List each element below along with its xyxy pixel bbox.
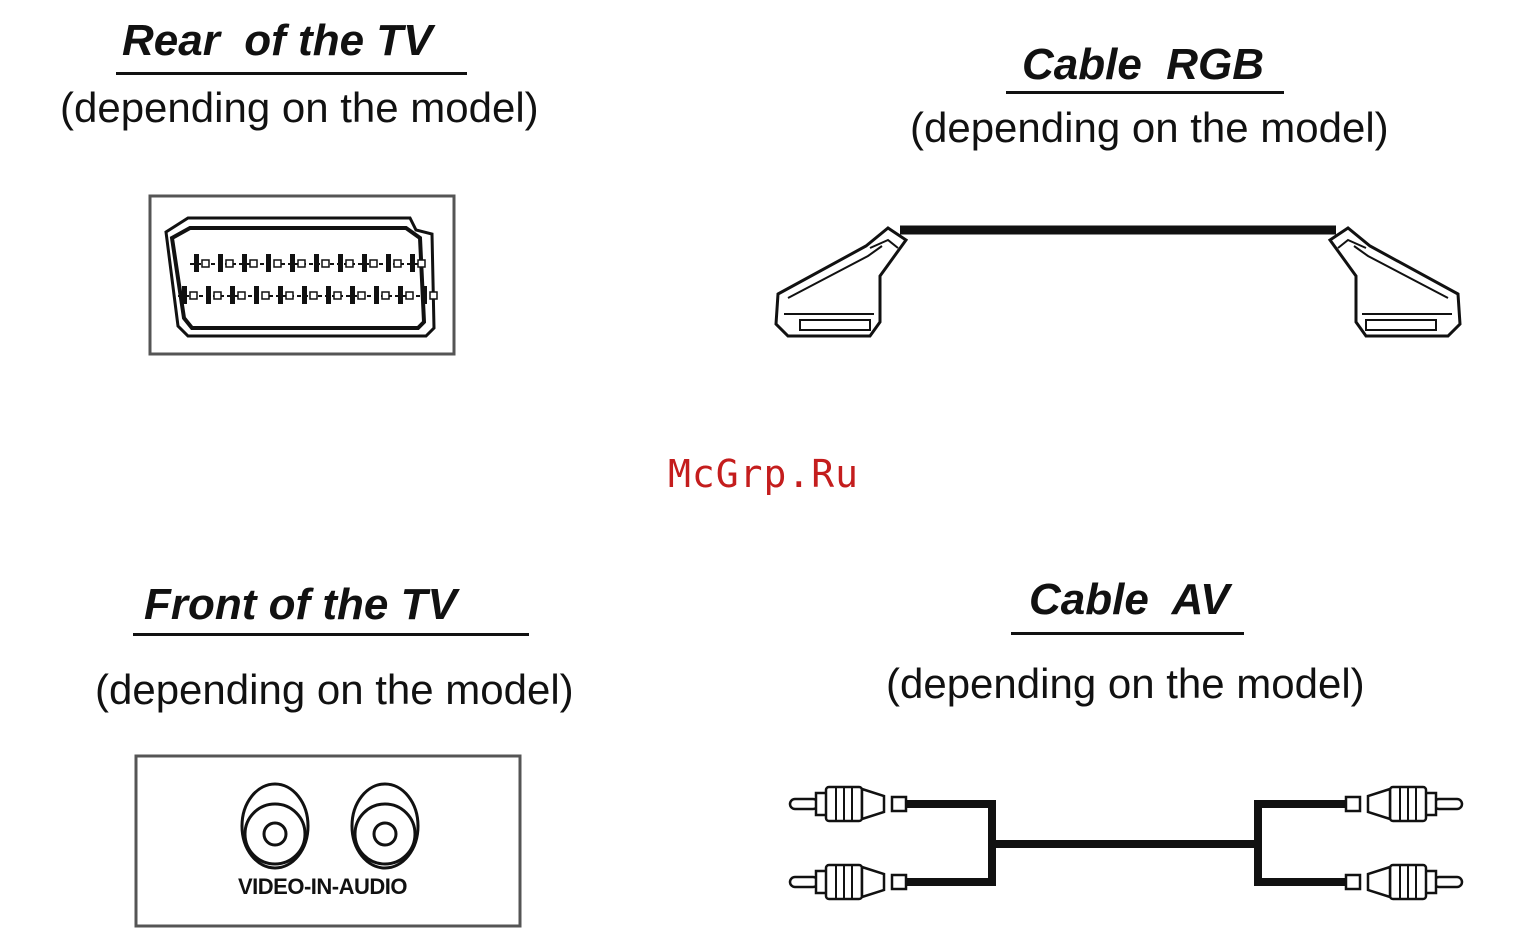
scart-pin — [398, 286, 403, 304]
scart-pin-socket — [202, 260, 209, 267]
scart-pin-socket — [214, 292, 221, 299]
rca-plug — [1346, 787, 1462, 821]
scart-pin-socket — [250, 260, 257, 267]
scart-pin — [314, 254, 319, 272]
scart-pin — [290, 254, 295, 272]
scart-pin-socket — [370, 260, 377, 267]
scart-pin-socket — [298, 260, 305, 267]
scart-pin-socket — [310, 292, 317, 299]
scart-socket-icon — [148, 194, 458, 358]
cable-av-subtitle: (depending on the model) — [886, 660, 1365, 708]
scart-pin-socket — [418, 260, 425, 267]
front-tv-title-underline — [133, 633, 529, 636]
scart-pin-socket — [334, 292, 341, 299]
cable-rgb-title-underline — [1006, 91, 1284, 94]
rca-jack-panel — [134, 754, 522, 928]
scart-pin-socket — [406, 292, 413, 299]
scart-pin — [206, 286, 211, 304]
cable-av-title-underline — [1011, 632, 1244, 635]
scart-pin-socket — [322, 260, 329, 267]
scart-pin — [194, 254, 199, 272]
scart-plug-right — [1330, 228, 1460, 336]
scart-pin — [410, 254, 415, 272]
scart-pin-socket — [226, 260, 233, 267]
scart-pin — [338, 254, 343, 272]
rear-tv-title-underline — [116, 72, 467, 75]
scart-pin — [278, 286, 283, 304]
jack-label: VIDEO-IN-AUDIO — [238, 874, 407, 900]
scart-pin — [302, 286, 307, 304]
cable-rgb-title: Cable RGB — [1022, 40, 1264, 90]
scart-pin — [350, 286, 355, 304]
rca-jack-icon — [352, 784, 418, 868]
scart-pin-socket — [190, 292, 197, 299]
scart-pin — [374, 286, 379, 304]
front-tv-title: Front of the TV — [144, 580, 457, 630]
rear-tv-title: Rear of the TV — [122, 16, 433, 66]
scart-pin-socket — [430, 292, 437, 299]
scart-pin — [242, 254, 247, 272]
scart-cable-icon — [770, 218, 1466, 348]
scart-pin — [422, 286, 427, 304]
scart-pin-socket — [274, 260, 281, 267]
scart-pin-socket — [394, 260, 401, 267]
scart-pin-socket — [262, 292, 269, 299]
scart-pin-socket — [382, 292, 389, 299]
scart-pin-socket — [358, 292, 365, 299]
rear-tv-subtitle: (depending on the model) — [60, 84, 539, 132]
scart-pin-socket — [286, 292, 293, 299]
scart-plug-left — [776, 228, 906, 336]
rca-jack-icon — [242, 784, 308, 868]
front-tv-subtitle: (depending on the model) — [95, 666, 574, 714]
cable-rgb-subtitle: (depending on the model) — [910, 104, 1389, 152]
scart-pin — [362, 254, 367, 272]
scart-pin — [326, 286, 331, 304]
scart-pin — [386, 254, 391, 272]
scart-pin — [218, 254, 223, 272]
watermark: McGrp.Ru — [668, 452, 859, 496]
scart-pin — [266, 254, 271, 272]
scart-pin — [254, 286, 259, 304]
scart-pin-socket — [346, 260, 353, 267]
scart-pin — [182, 286, 187, 304]
rca-plug — [1346, 865, 1462, 899]
rca-plug — [790, 865, 906, 899]
scart-pin-socket — [238, 292, 245, 299]
rca-plug — [790, 787, 906, 821]
cable-av-title: Cable AV — [1029, 575, 1230, 625]
scart-pin — [230, 286, 235, 304]
rca-cable-icon — [786, 782, 1466, 902]
